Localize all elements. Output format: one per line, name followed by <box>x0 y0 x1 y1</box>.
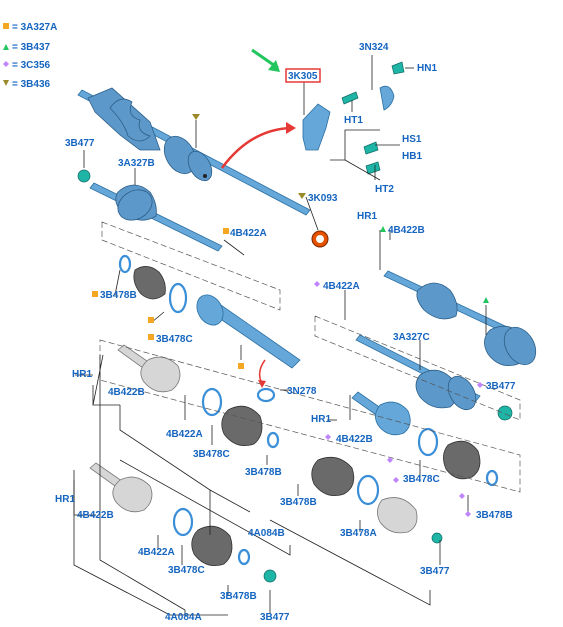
marker-triangle-up-icon <box>380 226 386 232</box>
legend-square-icon <box>3 23 9 29</box>
part-labels: 3N324 3K305 HN1 HT1 HS1 HB1 HT2 3B477 3A… <box>55 42 516 623</box>
label-HT1: HT1 <box>344 115 363 126</box>
right-mid-components <box>351 391 499 487</box>
marker-triangle-down-icon <box>192 114 200 120</box>
label-4B422A-b: 4B422A <box>323 281 360 292</box>
label-3A327B: 3A327B <box>118 158 155 169</box>
nut-3B477-top <box>77 169 91 183</box>
upper-driveshaft-assembly <box>77 87 311 216</box>
legend-entry-2: = 3B437 <box>12 42 51 53</box>
label-3B478B-e: 3B478B <box>220 591 257 602</box>
label-3B478C-d: 3B478C <box>168 565 205 576</box>
marker-diamond-icon-4 <box>387 457 393 463</box>
label-3B478B-d: 3B478B <box>476 510 513 521</box>
marker-diamond-icon-3 <box>325 434 331 440</box>
label-3B478B-a: 3B478B <box>100 290 137 301</box>
label-3B477-b: 3B477 <box>486 381 516 392</box>
marker-square-icon <box>223 228 229 234</box>
driveshaft-3A327C-upper <box>383 270 537 367</box>
legend-entry-1: = 3A327A <box>12 22 57 33</box>
driveshaft-3A327B <box>77 169 223 252</box>
legend-entry-4: = 3B436 <box>12 79 51 90</box>
marker-square-icon-3 <box>148 317 154 323</box>
red-highlight-box <box>285 68 321 83</box>
label-3B478C-a: 3B478C <box>156 334 193 345</box>
bracket-3K305 <box>302 61 405 175</box>
label-3B478B-b: 3B478B <box>245 467 282 478</box>
marker-triangle-down-icon-2 <box>298 193 306 199</box>
driveshaft-3A327C-lower <box>355 334 513 421</box>
label-3B478C-b: 3B478C <box>193 449 230 460</box>
label-HR1-c: HR1 <box>311 414 331 425</box>
curved-red-arrow-icon <box>220 122 296 169</box>
marker-diamond-icon-2 <box>477 382 483 388</box>
marker-square-icon-4 <box>148 334 154 340</box>
legend-triangle-down-icon <box>3 80 9 86</box>
marker-square-icon-2 <box>92 291 98 297</box>
label-4A084B: 4A084B <box>248 528 285 539</box>
marker-diamond-icon-6 <box>459 493 465 499</box>
left-lower-components <box>89 462 277 583</box>
nut-3B477-right <box>497 405 513 421</box>
label-HR1-d: HR1 <box>55 494 75 505</box>
clamp-3B478C-a <box>168 282 188 314</box>
label-HN1: HN1 <box>417 63 437 74</box>
marker-diamond-icon <box>314 281 320 287</box>
label-3B477-c: 3B477 <box>420 566 450 577</box>
leader-lines <box>73 55 487 616</box>
left-mid-components <box>117 344 443 544</box>
label-4A084A: 4A084A <box>165 612 202 623</box>
legend: = 3A327A = 3B437 = 3C356 = 3B436 <box>3 22 57 90</box>
label-3B477-d: 3B477 <box>260 612 290 623</box>
marker-square-icon-5 <box>238 363 244 369</box>
label-4B422A-c: 4B422A <box>166 429 203 440</box>
label-3B478B-c: 3B478B <box>280 497 317 508</box>
label-3N278: 3N278 <box>287 386 317 397</box>
label-HB1: HB1 <box>402 151 422 162</box>
clamp-3N278 <box>256 387 276 403</box>
label-3B477-a: 3B477 <box>65 138 95 149</box>
label-4B422B-d: 4B422B <box>77 510 114 521</box>
label-3K305: 3K305 <box>288 71 318 82</box>
clamp-3B478B-a <box>118 254 132 274</box>
left-upper-components <box>118 254 301 403</box>
label-HS1: HS1 <box>402 134 422 145</box>
label-3B478A: 3B478A <box>340 528 377 539</box>
green-arrow-icon <box>251 48 280 72</box>
label-3B478C-c: 3B478C <box>403 474 440 485</box>
label-4B422B-c: 4B422B <box>336 434 373 445</box>
label-4B422B-b: 4B422B <box>108 387 145 398</box>
label-4B422A-a: 4B422A <box>230 228 267 239</box>
label-4B422B-a: 4B422B <box>388 225 425 236</box>
marker-diamond-icon-7 <box>465 511 471 517</box>
legend-entry-3: = 3C356 <box>12 60 51 71</box>
label-3N324: 3N324 <box>359 42 389 53</box>
label-HT2: HT2 <box>375 184 394 195</box>
legend-triangle-up-icon <box>3 44 9 50</box>
small-red-arrow-icon <box>258 359 266 388</box>
legend-diamond-icon <box>3 61 9 67</box>
label-HR1-b: HR1 <box>72 369 92 380</box>
marker-diamond-icon-5 <box>393 477 399 483</box>
label-HR1-a: HR1 <box>357 211 377 222</box>
label-4B422A-d: 4B422A <box>138 547 175 558</box>
label-3A327C: 3A327C <box>393 332 430 343</box>
marker-triangle-up-icon-2 <box>483 297 489 303</box>
label-3K093: 3K093 <box>308 193 338 204</box>
part-markers <box>92 114 489 517</box>
